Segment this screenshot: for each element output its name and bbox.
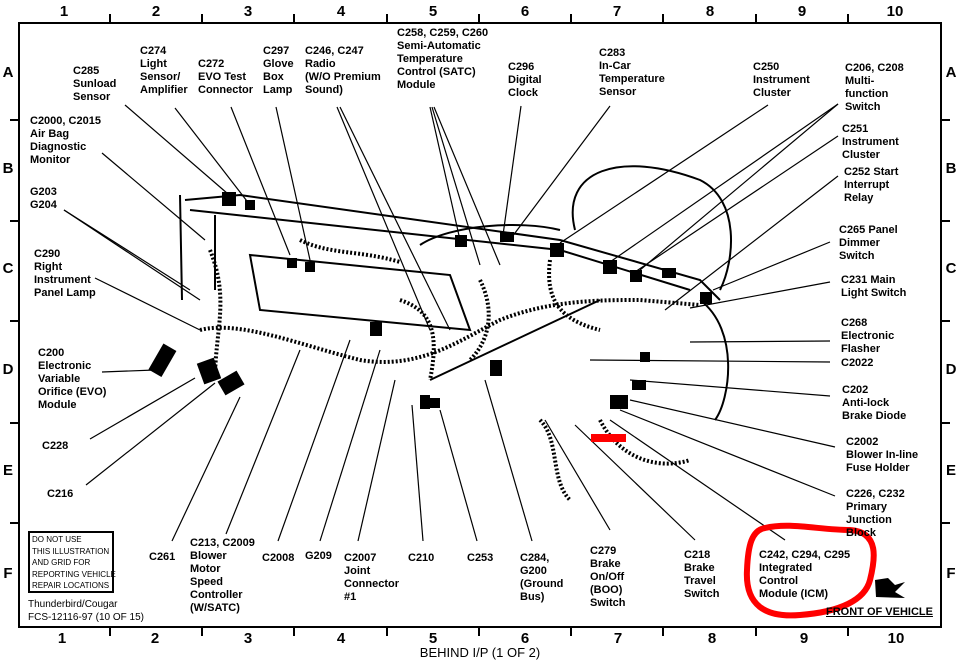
label-c253: C253 xyxy=(467,552,494,564)
grid-row: E xyxy=(2,462,13,479)
label-c226-primary-junction-block: C226, C232 Primary Junction Block xyxy=(846,488,905,539)
label-c242-integrated-control-module: C242, C294, C295 Integrated Control Modu… xyxy=(759,549,851,600)
label-c216: C216 xyxy=(47,488,74,500)
label-c279-brake-switch: C279 Brake On/Off (BOO) Switch xyxy=(590,545,626,609)
label-c283-in-car-temp-sensor: C283 In-Car Temperature Sensor xyxy=(599,47,665,98)
vehicle-model: Thunderbird/Cougar xyxy=(28,599,118,610)
label-c213-blower-speed-controller: C213, C2009 Blower Motor Speed Controlle… xyxy=(190,537,255,614)
grid-col: 3 xyxy=(243,630,253,647)
label-g203-g204: G203 G204 xyxy=(30,186,57,211)
grid-row: C xyxy=(2,260,14,277)
label-g209: G209 xyxy=(305,550,332,562)
grid-col: 1 xyxy=(57,630,67,647)
disclaimer-box: DO NOT USE THIS ILLUSTRATION AND GRID FO… xyxy=(28,531,116,593)
grid-col: 1 xyxy=(59,3,69,20)
grid-col: 7 xyxy=(612,3,622,20)
grid-col: 4 xyxy=(336,630,346,647)
grid-col: 10 xyxy=(886,3,904,20)
grid-row: F xyxy=(946,565,956,582)
diagram-frame xyxy=(18,22,942,628)
label-c296-digital-clock: C296 Digital Clock xyxy=(508,61,542,99)
grid-row: D xyxy=(2,361,14,378)
label-c246-radio: C246, C247 Radio (W/O Premium Sound) xyxy=(305,45,381,96)
label-c284-ground-bus: C284, G200 (Ground Bus) xyxy=(520,552,564,603)
grid-col: 8 xyxy=(707,630,717,647)
label-c251-instrument-cluster: C251 Instrument Cluster xyxy=(842,123,899,161)
label-c2008: C2008 xyxy=(262,552,295,564)
instrument-panel-outline xyxy=(179,165,733,421)
grid-col: 10 xyxy=(887,630,905,647)
front-arrow-icon xyxy=(875,578,905,598)
grid-col: 6 xyxy=(520,3,530,20)
grid-col: 9 xyxy=(799,630,809,647)
label-c272-evo-test-connector: C272 EVO Test Connector xyxy=(198,58,253,96)
grid-col: 2 xyxy=(151,3,161,20)
grid-row: D xyxy=(945,361,957,378)
grid-col: 3 xyxy=(243,3,253,20)
label-c202-anti-lock-diode: C202 Anti-lock Brake Diode xyxy=(842,384,907,422)
label-c290-right-panel-lamp: C290 Right Instrument Panel Lamp xyxy=(34,248,96,299)
label-c210: C210 xyxy=(408,552,435,564)
label-c200-evo-module: C200 Electronic Variable Orifice (EVO) M… xyxy=(38,347,107,411)
label-c228: C228 xyxy=(42,440,69,452)
grid-ticks xyxy=(10,14,950,636)
connectors xyxy=(148,192,712,409)
page-caption: BEHIND I/P (1 OF 2) xyxy=(419,645,541,660)
label-c2022: C2022 xyxy=(841,357,874,369)
red-circle-annotation xyxy=(743,522,877,619)
document-code: FCS-12116-97 (10 OF 15) xyxy=(28,612,144,623)
grid-row: B xyxy=(945,160,957,177)
label-c297-glove-box-lamp: C297 Glove Box Lamp xyxy=(263,45,294,96)
label-c2007-joint-connector: C2007 Joint Connector #1 xyxy=(344,552,399,603)
label-c2002-blower-fuse-holder: C2002 Blower In-line Fuse Holder xyxy=(846,436,919,474)
grid-col: 7 xyxy=(613,630,623,647)
leader-lines xyxy=(63,103,839,542)
grid-row: F xyxy=(3,565,13,582)
label-c258-satc-module: C258, C259, C260 Semi-Automatic Temperat… xyxy=(397,27,489,91)
label-c252-start-interrupt-relay: C252 Start Interrupt Relay xyxy=(844,166,899,204)
grid-row: C xyxy=(945,260,957,277)
label-c285-sunload-sensor: C285 Sunload Sensor xyxy=(73,65,117,103)
label-c274-light-sensor: C274 Light Sensor/ Amplifier xyxy=(140,45,188,96)
grid-row: A xyxy=(945,64,957,81)
grid-col: 5 xyxy=(428,630,438,647)
grid-row: A xyxy=(2,64,14,81)
label-c231-main-light-switch: C231 Main Light Switch xyxy=(841,274,907,299)
grid-col: 2 xyxy=(150,630,160,647)
label-c2000-air-bag-monitor: C2000, C2015 Air Bag Diagnostic Monitor xyxy=(30,115,101,166)
label-c265-panel-dimmer: C265 Panel Dimmer Switch xyxy=(839,224,898,262)
grid-row: B xyxy=(2,160,14,177)
grid-col: 8 xyxy=(705,3,715,20)
grid-col: 6 xyxy=(520,630,530,647)
red-highlight-mark xyxy=(591,434,626,442)
label-c261: C261 xyxy=(149,551,176,563)
wiring-harness xyxy=(199,238,701,502)
label-c218-brake-travel-switch: C218 Brake Travel Switch xyxy=(684,549,720,600)
grid-col: 4 xyxy=(336,3,346,20)
label-c206-multifunction-switch: C206, C208 Multi- function Switch xyxy=(845,62,904,113)
front-of-vehicle-label: FRONT OF VEHICLE xyxy=(826,606,933,618)
label-c250-instrument-cluster: C250 Instrument Cluster xyxy=(753,61,810,99)
grid-col: 9 xyxy=(797,3,807,20)
grid-row: E xyxy=(945,462,956,479)
grid-col: 5 xyxy=(428,3,438,20)
label-c268-electronic-flasher: C268 Electronic Flasher xyxy=(841,317,895,355)
